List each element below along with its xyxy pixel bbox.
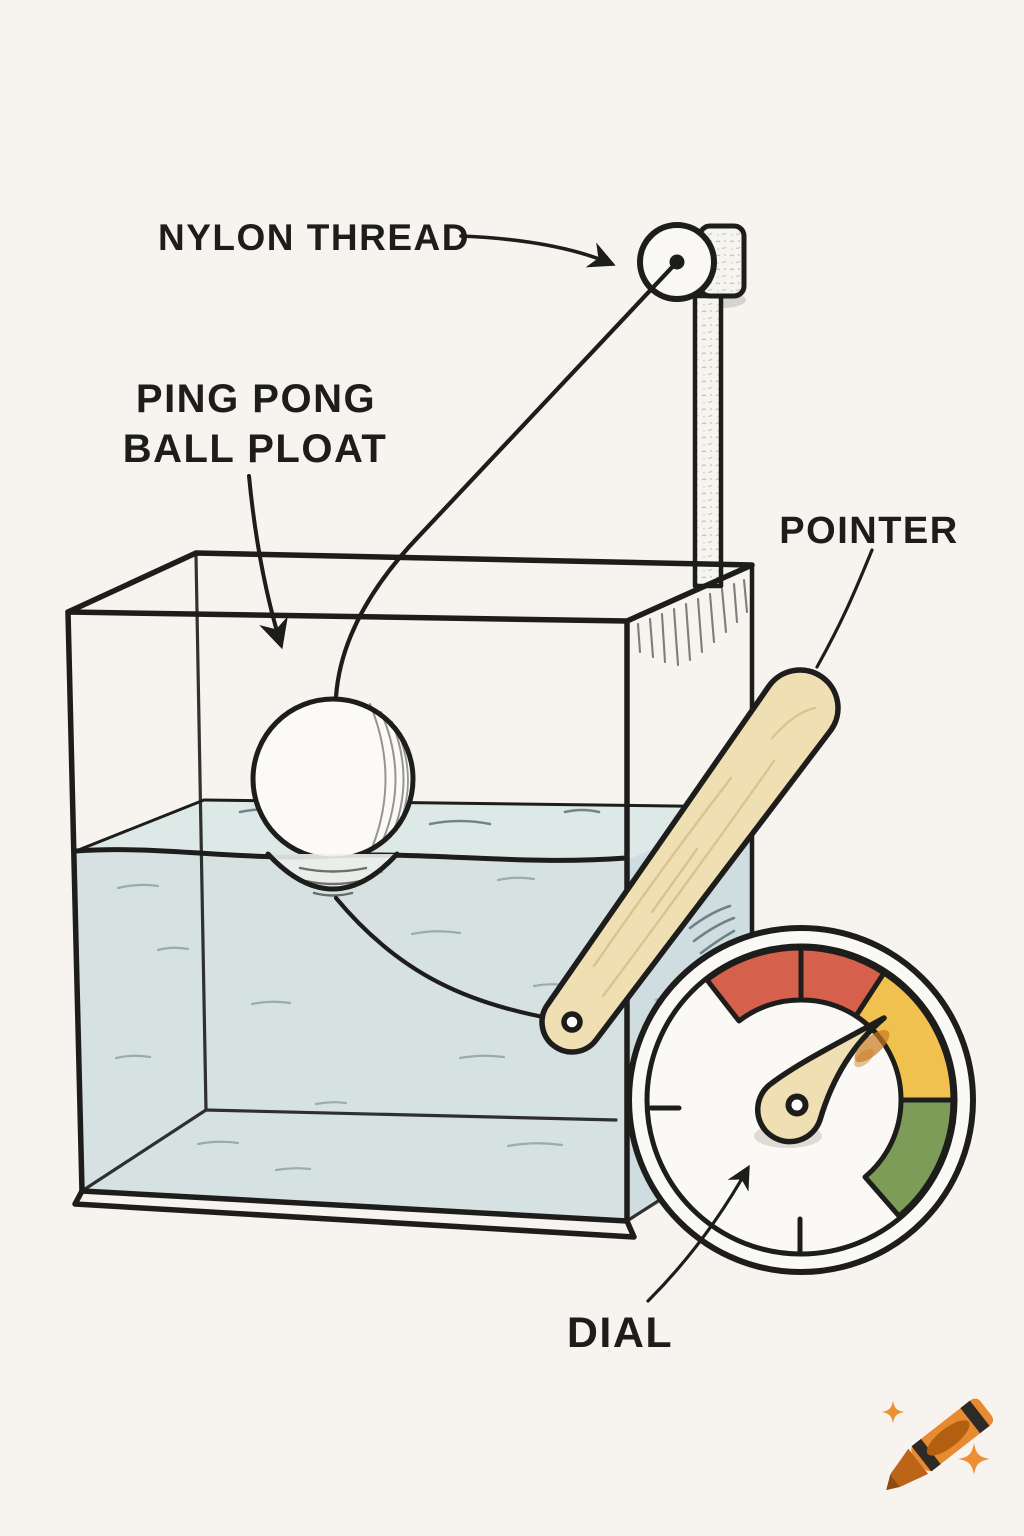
thread-ball-to-pulley xyxy=(333,259,680,700)
gauge-ticks xyxy=(648,1105,803,1255)
float-ball xyxy=(250,696,416,897)
pointer-label: POINTER xyxy=(779,510,958,552)
gauge-dial xyxy=(626,925,976,1275)
thread-ball-to-pointer xyxy=(333,895,563,1023)
float-label-arrow xyxy=(247,474,288,650)
pulley-axle-dot xyxy=(669,254,685,270)
needle-smudge xyxy=(854,1029,890,1068)
nylon-thread-label: NYLON THREAD xyxy=(158,217,470,258)
pivot-hole xyxy=(561,1011,583,1033)
dial-label: DIAL xyxy=(567,1309,673,1357)
sparkle-icon xyxy=(958,1443,990,1475)
needle-hub xyxy=(785,1093,809,1117)
crayon-logo-icon xyxy=(881,1398,994,1491)
pointer-stick xyxy=(539,667,841,1055)
sparkle-icon xyxy=(881,1400,905,1424)
submerged-ripples xyxy=(298,866,368,897)
dial-label-arrow xyxy=(646,1164,750,1303)
float-label-line2: BALL PLOAT xyxy=(123,427,388,471)
glass-hatching xyxy=(636,578,749,667)
gauge-segment-green xyxy=(862,1097,956,1219)
nylon-thread-leader-arrow xyxy=(459,234,616,268)
wood-grain xyxy=(592,706,817,998)
tank xyxy=(65,550,755,1240)
pointer-label-leader xyxy=(815,548,874,669)
float-label-line1: PING PONG xyxy=(136,377,376,421)
